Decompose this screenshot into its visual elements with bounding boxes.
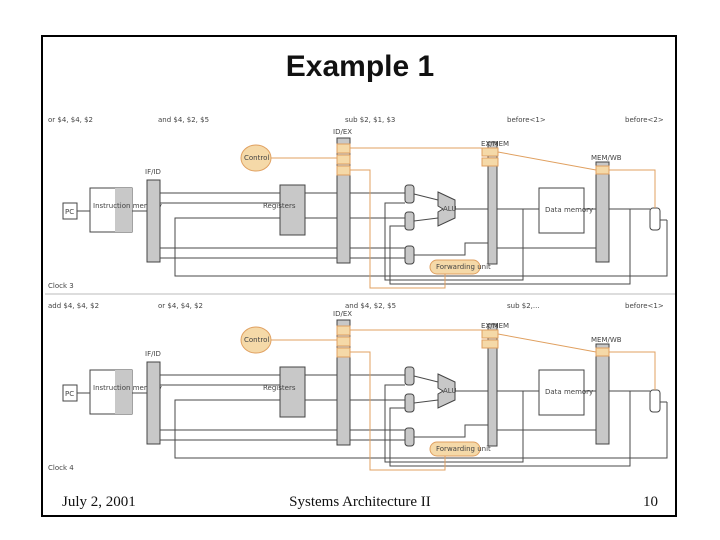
top-stage-mem-label: before<1>	[507, 116, 546, 124]
bottom-forwarding-unit	[429, 441, 481, 457]
top-clock-label: Clock 3	[48, 282, 74, 290]
bottom-stage-id-label: or $4, $4, $2	[158, 302, 203, 310]
top-forwarding-unit	[429, 259, 481, 275]
top-registers-label: Registers	[263, 202, 296, 210]
top-id-ex-m-field	[336, 154, 351, 165]
bottom-clock-label: Clock 4	[48, 464, 74, 472]
top-ex-mem-wb-field	[481, 147, 499, 157]
top-ex-mem-label: EX/MEM	[481, 140, 509, 148]
footer-date: July 2, 2001	[62, 494, 136, 510]
top-stage-if-label: or $4, $4, $2	[48, 116, 93, 124]
pipeline-forwarding-diagram: or $4, $4, $2 and $4, $2, $5 sub $2, $1,…	[45, 116, 675, 472]
top-pipeline-panel: or $4, $4, $2 and $4, $2, $5 sub $2, $1,…	[48, 116, 668, 290]
bottom-id-ex-wb-field	[336, 325, 351, 336]
bottom-mem-wb-register	[595, 343, 610, 445]
bottom-alu-label: ALU	[443, 387, 456, 395]
bottom-mem-wb-wb-field	[595, 347, 610, 357]
top-wb-mux	[649, 207, 661, 231]
top-data-memory	[538, 187, 585, 234]
top-id-ex-ex-field	[336, 165, 351, 176]
bottom-control-label: Control	[244, 336, 269, 344]
bottom-id-ex-ex-field	[336, 347, 351, 358]
bottom-instruction-memory-shade	[115, 370, 132, 414]
bottom-control-wires	[271, 329, 656, 471]
top-register-file	[279, 184, 306, 236]
top-mem-wb-wb-field	[595, 165, 610, 175]
top-data-memory-label: Data memory	[545, 206, 593, 214]
bottom-instruction-memory-label: Instruction memory	[93, 384, 162, 392]
top-if-id-register	[146, 179, 161, 263]
bottom-register-file	[279, 366, 306, 418]
bottom-id-ex-label: ID/EX	[333, 310, 352, 318]
bottom-mux-b	[404, 393, 415, 413]
bottom-mux-a	[404, 366, 415, 386]
bottom-stage-if-label: add $4, $4, $2	[48, 302, 99, 310]
top-mux-dest	[404, 245, 415, 265]
top-if-id-label: IF/ID	[145, 168, 161, 176]
slide-title: Example 1	[285, 50, 435, 83]
bottom-mux-dest	[404, 427, 415, 447]
bottom-forwarding-unit-label: Forwarding unit	[436, 445, 491, 453]
top-stage-wb-label: before<2>	[625, 116, 664, 124]
top-id-ex-label: ID/EX	[333, 128, 352, 136]
top-stage-ex-label: sub $2, $1, $3	[345, 116, 395, 124]
top-mem-wb-label: MEM/WB	[591, 154, 622, 162]
bottom-pipeline-panel: add $4, $4, $2 or $4, $4, $2 and $4, $2,…	[48, 302, 668, 472]
bottom-mem-wb-label: MEM/WB	[591, 336, 622, 344]
bottom-stage-wb-label: before<1>	[625, 302, 664, 310]
bottom-data-memory	[538, 369, 585, 416]
top-alu-label: ALU	[443, 205, 456, 213]
bottom-alu	[437, 373, 456, 409]
bottom-data-memory-label: Data memory	[545, 388, 593, 396]
bottom-registers-label: Registers	[263, 384, 296, 392]
top-alu	[437, 191, 456, 227]
top-instruction-memory-shade	[115, 188, 132, 232]
footer-page-number: 10	[643, 494, 658, 510]
bottom-ex-mem-register	[487, 323, 498, 447]
top-control-wires	[271, 147, 656, 289]
bottom-stage-ex-label: and $4, $2, $5	[345, 302, 396, 310]
bottom-ex-mem-label: EX/MEM	[481, 322, 509, 330]
footer-course-title: Systems Architecture II	[289, 494, 431, 510]
bottom-wb-mux	[649, 389, 661, 413]
top-mux-a	[404, 184, 415, 204]
bottom-id-ex-m-field	[336, 336, 351, 347]
top-mem-wb-register	[595, 161, 610, 263]
top-forwarding-unit-label: Forwarding unit	[436, 263, 491, 271]
bottom-if-id-register	[146, 361, 161, 445]
bottom-pc-label: PC	[65, 390, 74, 398]
bottom-ex-mem-m-field	[481, 339, 499, 349]
top-ex-mem-m-field	[481, 157, 499, 167]
top-stage-id-label: and $4, $2, $5	[158, 116, 209, 124]
top-id-ex-wb-field	[336, 143, 351, 154]
bottom-if-id-label: IF/ID	[145, 350, 161, 358]
top-ex-mem-register	[487, 141, 498, 265]
bottom-datapath-wires	[77, 374, 668, 467]
bottom-ex-mem-wb-field	[481, 329, 499, 339]
top-pc-label: PC	[65, 208, 74, 216]
top-mux-b	[404, 211, 415, 231]
top-instruction-memory-label: Instruction memory	[93, 202, 162, 210]
top-datapath-wires	[77, 192, 668, 285]
bottom-stage-mem-label: sub $2,...	[507, 302, 540, 310]
top-control-label: Control	[244, 154, 269, 162]
